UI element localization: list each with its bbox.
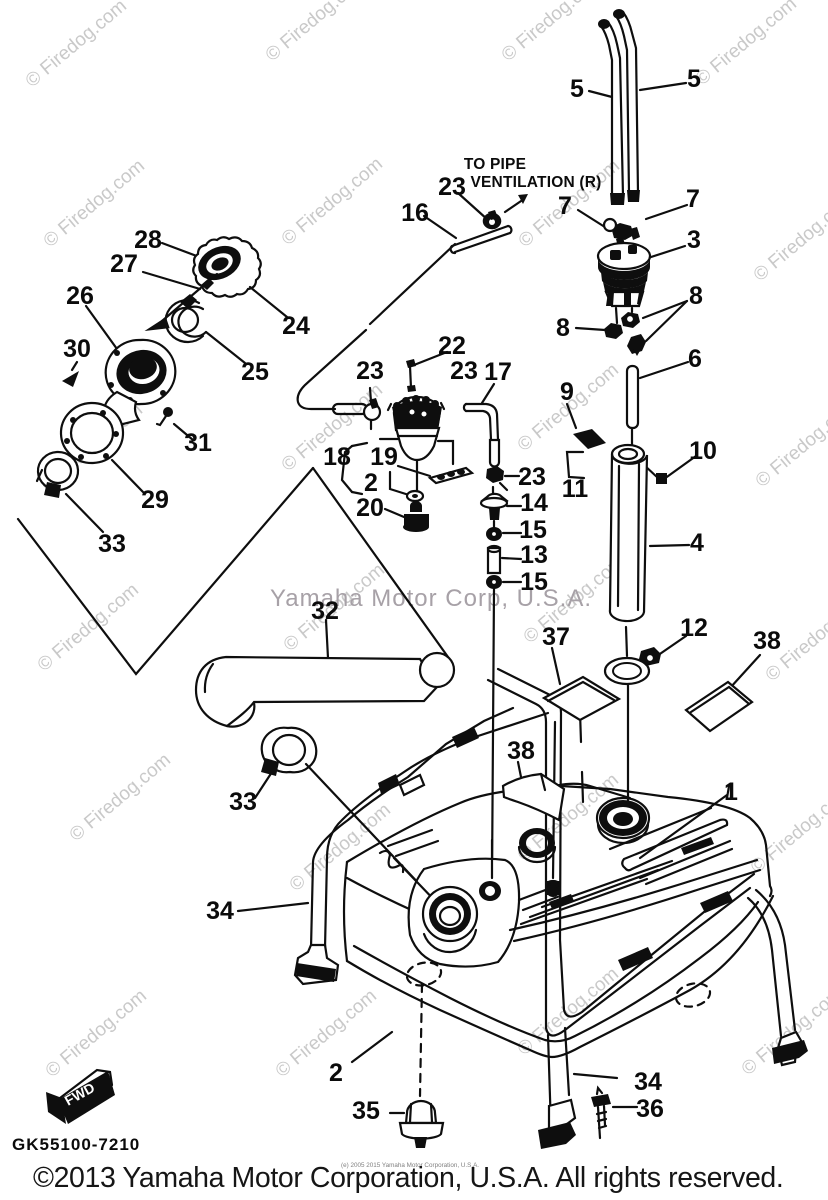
svg-text:5: 5 (687, 65, 701, 93)
svg-text:4: 4 (690, 529, 704, 557)
svg-text:12: 12 (680, 614, 708, 642)
svg-text:2: 2 (329, 1059, 343, 1087)
svg-text:32: 32 (311, 597, 339, 625)
svg-text:19: 19 (370, 443, 398, 471)
svg-text:16: 16 (401, 199, 429, 227)
svg-text:5: 5 (570, 75, 584, 103)
svg-text:29: 29 (141, 486, 169, 514)
svg-text:© Firedog.com: © Firedog.com (692, 0, 801, 90)
svg-text:26: 26 (66, 282, 94, 310)
svg-text:9: 9 (560, 378, 574, 406)
svg-text:27: 27 (110, 250, 138, 278)
svg-text:© Firedog.com: © Firedog.com (272, 985, 381, 1081)
svg-text:Yamaha Motor Corp, U.S.A.: Yamaha Motor Corp, U.S.A. (270, 585, 592, 612)
svg-text:7: 7 (686, 185, 700, 213)
svg-text:© Firedog.com: © Firedog.com (262, 0, 371, 66)
svg-text:36: 36 (636, 1095, 664, 1123)
svg-text:38: 38 (507, 737, 535, 765)
svg-text:1: 1 (724, 778, 738, 806)
svg-text:© Firedog.com: © Firedog.com (750, 189, 828, 285)
svg-text:11: 11 (562, 475, 589, 503)
svg-text:© Firedog.com: © Firedog.com (498, 0, 607, 66)
svg-text:25: 25 (241, 358, 269, 386)
svg-text:2: 2 (364, 469, 378, 497)
svg-text:31: 31 (184, 429, 212, 457)
svg-text:34: 34 (634, 1068, 662, 1096)
svg-text:13: 13 (520, 541, 548, 569)
svg-text:23: 23 (356, 357, 384, 385)
svg-text:17: 17 (484, 358, 512, 386)
svg-text:7: 7 (558, 192, 572, 220)
svg-text:8: 8 (689, 282, 703, 310)
svg-text:© Firedog.com: © Firedog.com (286, 799, 395, 895)
svg-text:8: 8 (556, 314, 570, 342)
svg-text:34: 34 (206, 897, 234, 925)
svg-text:28: 28 (134, 226, 162, 254)
svg-text:20: 20 (356, 494, 384, 522)
svg-text:24: 24 (282, 312, 310, 340)
svg-text:23: 23 (450, 357, 478, 385)
svg-text:© Firedog.com: © Firedog.com (514, 963, 623, 1059)
svg-text:33: 33 (98, 530, 126, 558)
svg-text:© Firedog.com: © Firedog.com (278, 153, 387, 249)
svg-text:VENTILATION (R): VENTILATION (R) (470, 174, 601, 191)
svg-text:10: 10 (689, 437, 717, 465)
svg-text:14: 14 (520, 489, 548, 517)
svg-text:© Firedog.com: © Firedog.com (42, 985, 151, 1081)
svg-text:© Firedog.com: © Firedog.com (40, 155, 149, 251)
svg-text:© Firedog.com: © Firedog.com (22, 0, 131, 92)
svg-text:3: 3 (687, 226, 701, 254)
svg-text:© Firedog.com: © Firedog.com (747, 781, 828, 877)
svg-text:15: 15 (520, 568, 548, 596)
svg-text:33: 33 (229, 788, 257, 816)
svg-text:TO PIPE: TO PIPE (464, 156, 526, 173)
svg-text:38: 38 (753, 627, 781, 655)
svg-text:37: 37 (542, 623, 570, 651)
svg-text:23: 23 (518, 463, 546, 491)
svg-text:23: 23 (438, 173, 466, 201)
svg-text:©2013 Yamaha Motor Corporation: ©2013 Yamaha Motor Corporation, U.S.A. A… (33, 1162, 783, 1194)
svg-text:15: 15 (519, 516, 547, 544)
svg-text:© Firedog.com: © Firedog.com (66, 749, 175, 845)
svg-text:(e) 2005 2015 Yamaha Motor Cor: (e) 2005 2015 Yamaha Motor Corporation, … (341, 1162, 479, 1169)
svg-text:35: 35 (352, 1097, 380, 1125)
svg-text:GK55100-7210: GK55100-7210 (12, 1135, 140, 1154)
svg-text:22: 22 (438, 332, 466, 360)
svg-text:© Firedog.com: © Firedog.com (752, 395, 828, 491)
svg-text:18: 18 (323, 443, 351, 471)
svg-text:30: 30 (63, 335, 91, 363)
svg-text:6: 6 (688, 345, 702, 373)
